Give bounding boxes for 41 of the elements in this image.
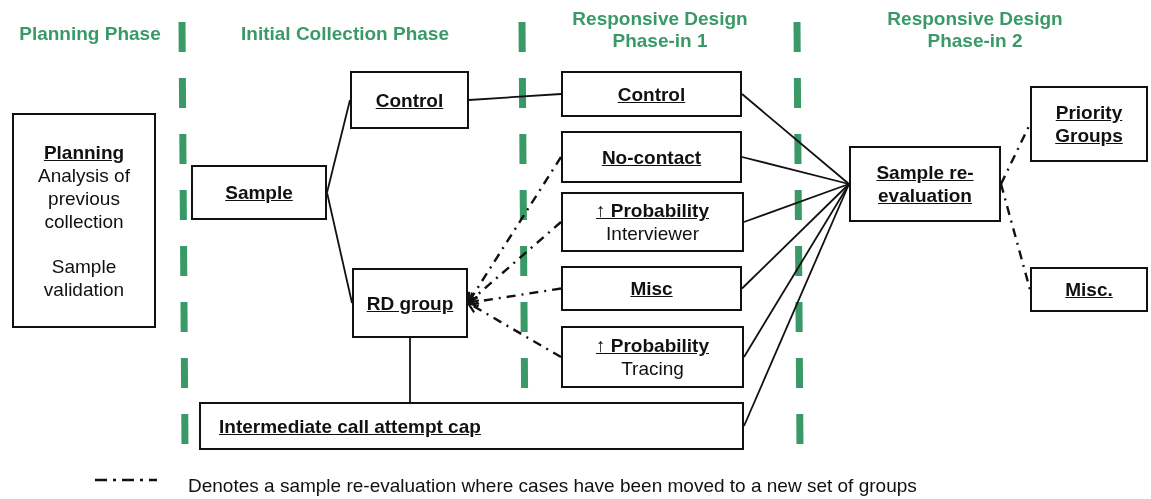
box-heading: Sample bbox=[225, 181, 293, 204]
process-box bbox=[12, 113, 156, 328]
connector-line bbox=[409, 337, 411, 403]
box-heading: Misc bbox=[630, 277, 673, 300]
process-box bbox=[561, 192, 744, 252]
box-heading: Control bbox=[375, 88, 444, 112]
phase-heading: Responsive Design Phase-in 1 bbox=[571, 8, 749, 52]
connector-line bbox=[741, 93, 850, 185]
process-box bbox=[1030, 267, 1148, 312]
phase-heading: Planning Phase bbox=[18, 23, 162, 45]
box-heading: No-contact bbox=[601, 145, 702, 169]
process-box bbox=[561, 131, 742, 183]
connector-line bbox=[743, 183, 850, 223]
box-text: Sample validation bbox=[42, 254, 126, 301]
box-text: Interviewer bbox=[606, 222, 699, 245]
box-heading: Sample re-evaluation bbox=[875, 161, 975, 207]
process-box bbox=[849, 146, 1001, 222]
box-heading: Misc. bbox=[1065, 278, 1113, 301]
process-box bbox=[352, 268, 468, 338]
connector-line bbox=[741, 156, 850, 185]
box-heading: RD group bbox=[366, 291, 454, 315]
connector-line bbox=[741, 183, 850, 290]
phase-heading: Responsive Design Phase-in 2 bbox=[886, 8, 1064, 52]
box-heading: ↑ Probability bbox=[596, 199, 709, 222]
box-heading: Priority Groups bbox=[1054, 101, 1124, 147]
box-heading: ↑ Probability bbox=[596, 334, 709, 357]
box-text: Tracing bbox=[621, 357, 684, 380]
box-heading: Control bbox=[617, 82, 686, 106]
process-box bbox=[1030, 86, 1148, 162]
box-text: Analysis of previous collection bbox=[37, 163, 131, 233]
process-box bbox=[191, 165, 327, 220]
connector-line bbox=[468, 93, 562, 101]
legend-text: Denotes a sample re-evaluation where cases have been moved to a new set of groups bbox=[188, 475, 917, 497]
process-box bbox=[350, 71, 469, 129]
process-box bbox=[561, 266, 742, 311]
box-heading: Planning bbox=[43, 140, 125, 164]
phase-heading: Initial Collection Phase bbox=[240, 23, 450, 45]
box-heading: Intermediate call attempt cap bbox=[219, 414, 481, 438]
process-box bbox=[199, 402, 744, 450]
process-box bbox=[561, 326, 744, 388]
process-box bbox=[561, 71, 742, 117]
